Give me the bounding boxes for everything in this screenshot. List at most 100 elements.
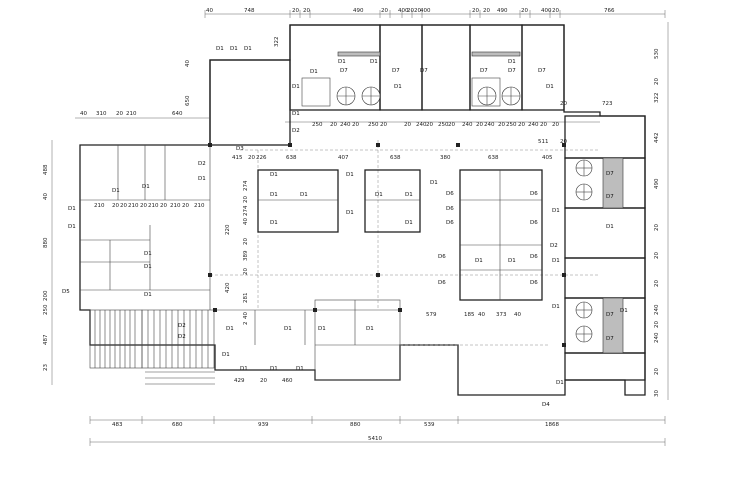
dim-corr-6: 380 xyxy=(440,155,451,161)
tag-center-3: D6 xyxy=(446,191,454,197)
dim-bottom-0: 483 xyxy=(112,422,123,428)
tag-center-8: D6 xyxy=(438,254,446,260)
tag-north-13: D1 xyxy=(394,84,402,90)
dim-corr-3: 638 xyxy=(286,155,297,161)
dim-right-0: 530 xyxy=(654,48,660,59)
tag-south-9: D1 xyxy=(556,380,564,386)
tag-north-10: D7 xyxy=(480,68,488,74)
tag-center-11: D6 xyxy=(530,280,538,286)
dim-corr-5: 638 xyxy=(390,155,401,161)
dim-right-9: 20 xyxy=(654,321,660,328)
tag-west-4: D1 xyxy=(68,206,76,212)
entrance-stairs xyxy=(89,309,215,385)
room-tags-east: D7 D7 D1 D1 D2 D1 D7 D7 D1 D1 xyxy=(550,171,628,342)
dim-left-4: 250 xyxy=(43,304,49,315)
tag-center-12: D1 xyxy=(346,210,354,216)
tag-center-10: D6 xyxy=(530,254,538,260)
dim-left-9: 322 xyxy=(274,37,280,48)
tag-south-1: D2 xyxy=(178,334,186,340)
tag-center-4: D6 xyxy=(446,206,454,212)
tag-north-6: D1 xyxy=(292,84,300,90)
north-rooms xyxy=(289,24,565,111)
tag-south-4: D1 xyxy=(366,326,374,332)
dim-row2-17: 240 xyxy=(528,122,539,128)
dim-row2-15: 250 xyxy=(506,122,517,128)
tag-center-13: D1 xyxy=(270,192,278,198)
dim-top-13: 20 xyxy=(521,8,528,14)
dim-lm-6: 20 xyxy=(160,203,167,209)
dim-lm-1: 20 xyxy=(112,203,119,209)
dim-row2-1: 20 xyxy=(330,122,337,128)
tag-north-4: D1 xyxy=(338,59,346,65)
dim-top-9: 400 xyxy=(420,8,431,14)
tag-north-16: D3 xyxy=(236,146,244,152)
tag-north-2: D1 xyxy=(244,46,252,52)
tag-west-6: D1 xyxy=(144,251,152,257)
tag-west-3: D1 xyxy=(142,184,150,190)
dim-row2-11: 240 xyxy=(462,122,473,128)
tag-center-1: D1 xyxy=(346,172,354,178)
dim-iv-7: 20 xyxy=(243,268,249,275)
tag-north-5: D1 xyxy=(370,59,378,65)
dim-row2-12: 20 xyxy=(476,122,483,128)
dim-left-5: 487 xyxy=(43,334,49,345)
dim-bottom-3: 880 xyxy=(350,422,361,428)
dim-cm-4: 40 xyxy=(514,312,521,318)
dim-cm-0: 579 xyxy=(426,312,437,318)
room-tags-north: D1 D1 D1 D1 D1 D1 D1 D7 D7 D7 D7 D7 D7 D… xyxy=(216,46,554,152)
tag-east-7: D7 xyxy=(606,336,614,342)
dim-iv-6: 389 xyxy=(243,250,249,261)
tag-center-7: D6 xyxy=(530,220,538,226)
dim-left-2: 880 xyxy=(43,237,49,248)
dim-lt-2: 20 xyxy=(116,111,123,117)
tag-east-5: D1 xyxy=(552,258,560,264)
dim-right-5: 20 xyxy=(654,224,660,231)
tag-west-9: D2 xyxy=(178,323,186,329)
dim-left-7: 650 xyxy=(185,95,191,106)
dim-top-14: 400 xyxy=(541,8,552,14)
tag-north-9: D7 xyxy=(420,68,428,74)
dim-left-3: 200 xyxy=(43,290,49,301)
dim-corr-1: 20 xyxy=(248,155,255,161)
left-dimension-chain: 488 40 880 200 250 487 23 650 40 322 xyxy=(43,37,280,385)
dim-iv-9: 281 xyxy=(243,293,249,304)
dim-bottom-4: 539 xyxy=(424,422,435,428)
tag-north-17: D2 xyxy=(292,128,300,134)
dim-lm-3: 210 xyxy=(128,203,139,209)
dim-row2-6: 20 xyxy=(404,122,411,128)
tag-center-17: D1 xyxy=(270,220,278,226)
dim-lt-4: 640 xyxy=(172,111,183,117)
tag-east-9: D1 xyxy=(552,304,560,310)
dim-bottom-5: 1868 xyxy=(545,422,559,428)
dim-row2-2: 240 xyxy=(340,122,351,128)
dim-row2-19: 20 xyxy=(552,122,559,128)
dim-total: 5410 xyxy=(368,436,382,442)
tag-north-0: D1 xyxy=(216,46,224,52)
dim-iv-2: 274 xyxy=(243,205,249,216)
tag-north-3: D1 xyxy=(310,69,318,75)
east-rooms xyxy=(564,115,646,381)
tag-west-8: D5 xyxy=(62,289,70,295)
tag-east-3: D1 xyxy=(606,224,614,230)
tag-south-0: D1 xyxy=(222,352,230,358)
tag-west-7: D1 xyxy=(144,264,152,270)
dim-right-1: 20 xyxy=(654,78,660,85)
dim-top-7: 20 xyxy=(407,8,414,14)
dim-corr-2: 226 xyxy=(256,155,267,161)
dim-top-15: 20 xyxy=(552,8,559,14)
dim-row2-16: 20 xyxy=(518,122,525,128)
dim-row2-7: 240 xyxy=(416,122,427,128)
dim-row2-22: 723 xyxy=(602,101,613,107)
corridor-dimensions: 415 20 226 638 407 638 380 638 405 xyxy=(232,155,553,161)
top-dimension-chain: 40 748 20 20 490 20 400 20 20 400 20 20 … xyxy=(204,8,666,18)
tag-center-2: D1 xyxy=(430,180,438,186)
dim-right-10: 240 xyxy=(654,332,660,343)
tag-east-2: D1 xyxy=(552,208,560,214)
dim-left-0: 488 xyxy=(43,164,49,175)
tag-center-15: D1 xyxy=(375,192,383,198)
tag-center-5: D6 xyxy=(446,220,454,226)
dim-top-10: 20 xyxy=(472,8,479,14)
tag-center-19: D1 xyxy=(475,258,483,264)
dim-corr-7: 638 xyxy=(488,155,499,161)
